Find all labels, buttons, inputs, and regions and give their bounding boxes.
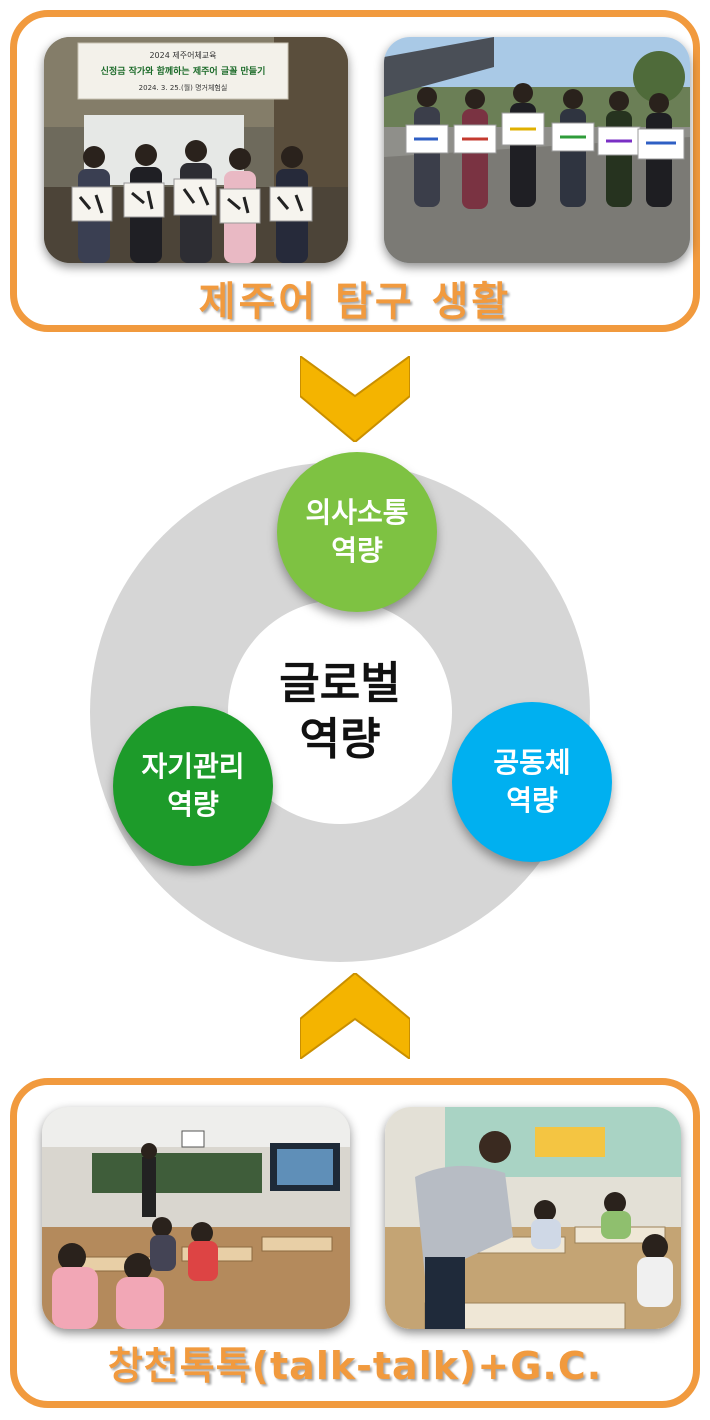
students-writing (531, 1192, 673, 1307)
bottom-panel: 창천톡톡(talk-talk)+G.C. (10, 1078, 700, 1408)
center-line-1: 글로벌 (279, 658, 401, 709)
photo-classroom-lecture (42, 1107, 350, 1329)
communication-line-1: 의사소통 (305, 496, 409, 529)
photo-teacher-helping-image (385, 1107, 681, 1329)
photo-outdoor-signs-image (384, 37, 690, 263)
photo-outdoor-signs (384, 37, 690, 263)
self-management-line-1: 자기관리 (141, 750, 245, 783)
calligraphy-papers (71, 178, 313, 224)
seated-students (52, 1217, 218, 1329)
bottom-panel-caption: 창천톡톡(talk-talk)+G.C. (107, 1344, 603, 1388)
banner-line-2: 신정금 작가와 함께하는 제주어 글꼴 만들기 (101, 65, 266, 77)
self-management-competency-bubble: 자기관리 역량 (113, 706, 273, 866)
chevron-down-icon (300, 356, 410, 442)
community-line-2: 역량 (506, 784, 558, 817)
center-line-2: 역량 (299, 714, 381, 765)
community-line-1: 공동체 (493, 746, 571, 779)
photo-calligraphy-class-image: 2024 제주어체교육 신정금 작가와 함께하는 제주어 글꼴 만들기 2024… (44, 37, 348, 263)
chevron-up-icon (300, 973, 410, 1059)
photo-teacher-helping (385, 1107, 681, 1329)
top-panel: 2024 제주어체교육 신정금 작가와 함께하는 제주어 글꼴 만들기 2024… (10, 10, 700, 332)
banner-line-3: 2024. 3. 25.(월) 명거체험실 (139, 83, 228, 92)
teacher-figure (415, 1131, 513, 1329)
top-panel-caption: 제주어 탐구 생활 (198, 279, 512, 325)
communication-competency-bubble: 의사소통 역량 (277, 452, 437, 612)
photo-classroom-lecture-image (42, 1107, 350, 1329)
photo-calligraphy-class: 2024 제주어체교육 신정금 작가와 함께하는 제주어 글꼴 만들기 2024… (44, 37, 348, 263)
self-management-line-2: 역량 (167, 788, 219, 821)
community-competency-bubble: 공동체 역량 (452, 702, 612, 862)
global-competency-label: 글로벌 역량 (228, 600, 452, 824)
communication-line-2: 역량 (331, 534, 383, 567)
banner-line-1: 2024 제주어체교육 (149, 50, 216, 60)
